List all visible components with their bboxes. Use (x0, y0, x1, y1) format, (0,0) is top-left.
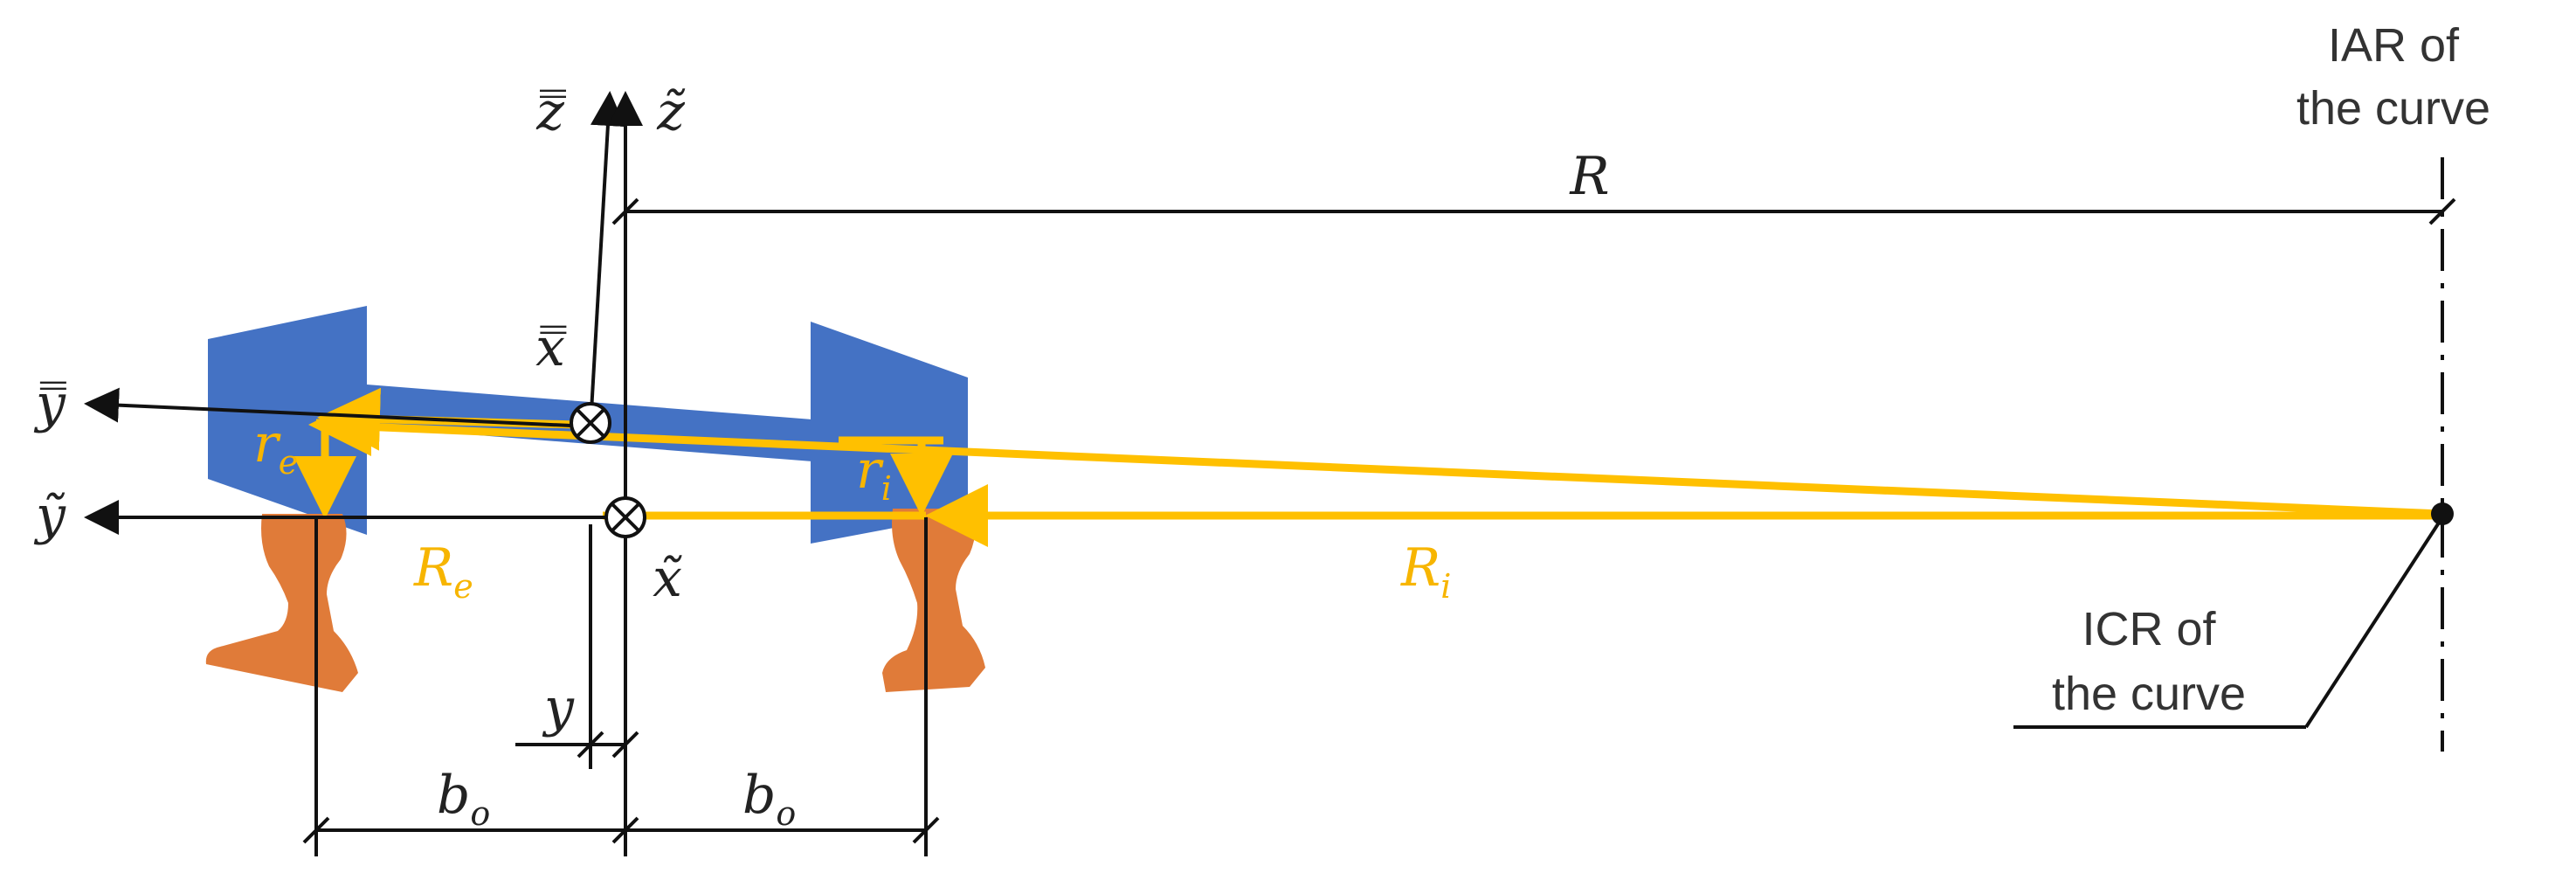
icr-leader (2304, 516, 2444, 729)
bo-tick-right (912, 816, 940, 844)
bo-left-label: bo (437, 765, 490, 833)
y-dim-tick-right (611, 731, 639, 759)
y-tilde-label: ỹ (33, 485, 66, 546)
x-tilde-label: x̃ (653, 548, 682, 609)
R-i-label: Ri (1400, 537, 1451, 606)
R-e-label: Re (413, 537, 473, 606)
y-dim-tick-left (577, 731, 604, 759)
rails (205, 509, 985, 692)
r-e-label: re (253, 413, 298, 482)
icr-label-line2: the curve (2052, 668, 2246, 720)
z-dbar-axis (589, 91, 625, 427)
upper-radius-line (319, 420, 2442, 518)
x-dbar-symbol (570, 402, 611, 444)
bo-right-label: bo (742, 765, 796, 833)
y-label: y (542, 677, 575, 738)
iar-label-line2: the curve (2296, 82, 2490, 135)
radius-lines (294, 387, 2442, 547)
labels: IAR of the curve ICR of the curve R z̿ z… (33, 19, 2490, 833)
iar-label-line1: IAR of (2328, 19, 2460, 72)
z-dbar-label: z̿ (535, 81, 566, 142)
r-i-label: ri (856, 440, 892, 508)
right-rail (882, 509, 985, 692)
y-dbar-axis (84, 387, 591, 428)
r-label: R (1569, 146, 1609, 207)
x-tilde-symbol (604, 496, 646, 538)
axes (84, 91, 2456, 856)
icr-point (2431, 502, 2454, 525)
icr-label-line1: ICR of (2082, 603, 2216, 655)
y-dbar-label: y̿ (33, 373, 66, 434)
left-rail (205, 514, 358, 692)
x-dbar-label: x̿ (535, 317, 566, 378)
bo-tick-mid (611, 816, 639, 844)
r-dim-tick-left (611, 197, 639, 225)
bo-tick-left (302, 816, 330, 844)
z-tilde-label: z̃ (656, 81, 686, 142)
